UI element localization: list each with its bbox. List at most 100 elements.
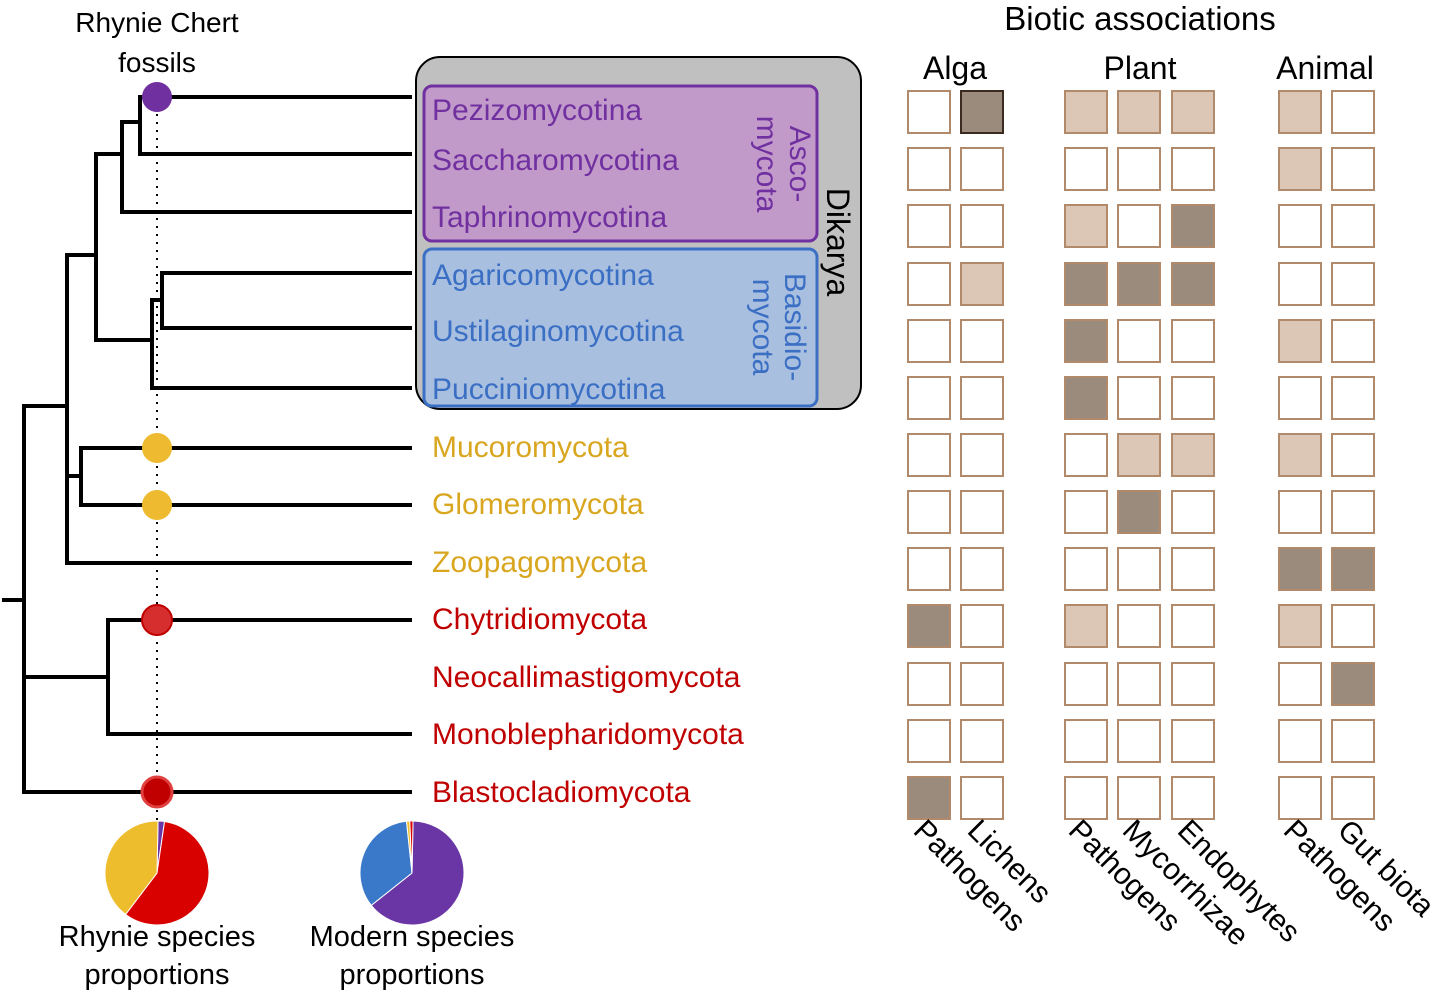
matrix-cell-9-6 bbox=[1331, 604, 1375, 648]
matrix-cell-7-6 bbox=[1331, 490, 1375, 534]
matrix-cell-5-6 bbox=[1331, 376, 1375, 420]
matrix-cell-12-3 bbox=[1117, 776, 1161, 820]
matrix-cell-10-5 bbox=[1278, 662, 1322, 706]
rhynie-pie-chart bbox=[104, 820, 210, 926]
matrix-cell-9-1 bbox=[960, 604, 1004, 648]
matrix-cell-4-1 bbox=[960, 319, 1004, 363]
rhynie-pie-slice-yellow bbox=[104, 820, 159, 916]
matrix-cell-2-3 bbox=[1117, 204, 1161, 248]
matrix-cell-10-0 bbox=[907, 662, 951, 706]
taxon-label-pezizomycotina: Pezizomycotina bbox=[432, 94, 642, 127]
matrix-cell-0-6 bbox=[1331, 90, 1375, 134]
taxon-label-pucciniomycotina: Pucciniomycotina bbox=[432, 373, 666, 406]
matrix-cell-0-5 bbox=[1278, 90, 1322, 134]
matrix-cell-7-5 bbox=[1278, 490, 1322, 534]
matrix-cell-1-0 bbox=[907, 147, 951, 191]
matrix-cell-8-2 bbox=[1064, 547, 1108, 591]
fossil-marker-mucoromycota bbox=[142, 433, 172, 463]
taxon-label-saccharomycotina: Saccharomycotina bbox=[432, 144, 679, 177]
matrix-cell-1-4 bbox=[1171, 147, 1215, 191]
rhynie-pie-label-1: Rhynie species bbox=[59, 921, 256, 953]
matrix-cell-11-5 bbox=[1278, 719, 1322, 763]
matrix-cell-7-3 bbox=[1117, 490, 1161, 534]
matrix-cell-4-3 bbox=[1117, 319, 1161, 363]
basidiomycota-label-2: mycota bbox=[746, 279, 779, 376]
rhynie-pie-label-2: proportions bbox=[84, 959, 229, 991]
matrix-cell-12-0 bbox=[907, 776, 951, 820]
phylogenetic-tree bbox=[2, 95, 412, 794]
matrix-cell-3-6 bbox=[1331, 262, 1375, 306]
matrix-cell-3-2 bbox=[1064, 262, 1108, 306]
matrix-cell-2-5 bbox=[1278, 204, 1322, 248]
matrix-cell-12-4 bbox=[1171, 776, 1215, 820]
matrix-cell-10-6 bbox=[1331, 662, 1375, 706]
taxon-label-taphrinomycotina: Taphrinomycotina bbox=[432, 201, 667, 234]
matrix-cell-6-3 bbox=[1117, 433, 1161, 477]
matrix-cell-11-3 bbox=[1117, 719, 1161, 763]
matrix-cell-1-6 bbox=[1331, 147, 1375, 191]
basidiomycota-box bbox=[422, 247, 819, 408]
matrix-cell-6-0 bbox=[907, 433, 951, 477]
matrix-cell-7-1 bbox=[960, 490, 1004, 534]
matrix-cell-3-0 bbox=[907, 262, 951, 306]
matrix-cell-11-4 bbox=[1171, 719, 1215, 763]
modern-pie-label-1: Modern species bbox=[310, 921, 515, 953]
group-label-plant: Plant bbox=[1104, 50, 1177, 86]
matrix-cell-7-2 bbox=[1064, 490, 1108, 534]
matrix-cell-8-6 bbox=[1331, 547, 1375, 591]
association-matrix bbox=[907, 90, 1375, 820]
fossil-marker-chytridiomycota bbox=[141, 604, 173, 636]
ascomycota-box bbox=[422, 84, 819, 243]
matrix-cell-11-6 bbox=[1331, 719, 1375, 763]
matrix-cell-1-1 bbox=[960, 147, 1004, 191]
matrix-cell-4-2 bbox=[1064, 319, 1108, 363]
modern-pie-chart bbox=[359, 820, 465, 926]
matrix-cell-9-3 bbox=[1117, 604, 1161, 648]
matrix-cell-2-0 bbox=[907, 204, 951, 248]
matrix-cell-9-0 bbox=[907, 604, 951, 648]
fossils-label-line2: fossils bbox=[118, 47, 196, 78]
matrix-cell-5-2 bbox=[1064, 376, 1108, 420]
matrix-cell-5-3 bbox=[1117, 376, 1161, 420]
matrix-cell-10-3 bbox=[1117, 662, 1161, 706]
matrix-cell-11-0 bbox=[907, 719, 951, 763]
matrix-cell-6-5 bbox=[1278, 433, 1322, 477]
matrix-cell-7-0 bbox=[907, 490, 951, 534]
taxon-label-blastocladiomycota: Blastocladiomycota bbox=[432, 776, 691, 809]
group-label-alga: Alga bbox=[923, 50, 987, 86]
matrix-cell-1-5 bbox=[1278, 147, 1322, 191]
matrix-cell-8-4 bbox=[1171, 547, 1215, 591]
taxon-label-chytridiomycota: Chytridiomycota bbox=[432, 603, 647, 636]
matrix-cell-10-1 bbox=[960, 662, 1004, 706]
matrix-cell-2-1 bbox=[960, 204, 1004, 248]
matrix-cell-7-4 bbox=[1171, 490, 1215, 534]
matrix-cell-1-2 bbox=[1064, 147, 1108, 191]
matrix-cell-1-3 bbox=[1117, 147, 1161, 191]
matrix-cell-5-0 bbox=[907, 376, 951, 420]
matrix-cell-6-6 bbox=[1331, 433, 1375, 477]
group-label-animal: Animal bbox=[1276, 50, 1374, 86]
matrix-cell-12-1 bbox=[960, 776, 1004, 820]
matrix-cell-8-5 bbox=[1278, 547, 1322, 591]
matrix-cell-0-3 bbox=[1117, 90, 1161, 134]
modern-pie-slice-red bbox=[409, 820, 414, 874]
matrix-cell-12-6 bbox=[1331, 776, 1375, 820]
matrix-cell-5-1 bbox=[960, 376, 1004, 420]
biotic-title: Biotic associations bbox=[1004, 0, 1275, 37]
ascomycota-label-2: mycota bbox=[750, 116, 783, 213]
modern-pie-slice-purple bbox=[370, 820, 465, 926]
matrix-cell-8-3 bbox=[1117, 547, 1161, 591]
matrix-cell-6-4 bbox=[1171, 433, 1215, 477]
fossil-marker-glomeromycota bbox=[142, 490, 172, 520]
matrix-cell-2-6 bbox=[1331, 204, 1375, 248]
matrix-cell-0-4 bbox=[1171, 90, 1215, 134]
modern-pie-label-2: proportions bbox=[339, 959, 484, 991]
matrix-cell-4-5 bbox=[1278, 319, 1322, 363]
taxon-label-neocallimastigomycota: Neocallimastigomycota bbox=[432, 661, 741, 694]
matrix-cell-0-1 bbox=[960, 90, 1004, 134]
matrix-cell-6-2 bbox=[1064, 433, 1108, 477]
taxon-label-glomeromycota: Glomeromycota bbox=[432, 488, 644, 521]
matrix-cell-12-5 bbox=[1278, 776, 1322, 820]
matrix-cell-4-0 bbox=[907, 319, 951, 363]
